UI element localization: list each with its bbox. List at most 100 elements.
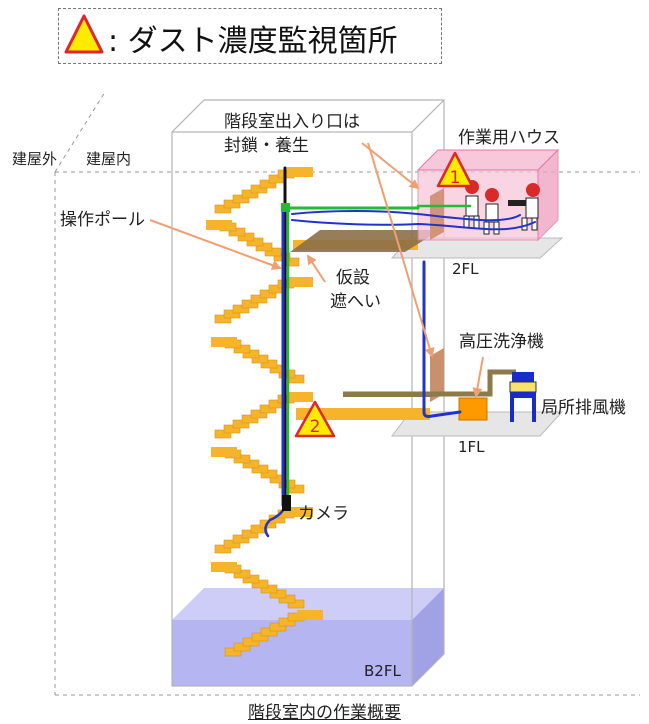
- stair-step: [260, 584, 278, 594]
- stair-step: [259, 289, 277, 299]
- stair-step: [233, 642, 251, 652]
- stair-flight: [224, 610, 323, 657]
- stair-step: [259, 404, 277, 414]
- stair-step: [260, 359, 278, 369]
- pole-junction: [281, 203, 290, 212]
- basement-zone: [172, 588, 444, 686]
- stair-step: [214, 429, 232, 439]
- stair-landing: [211, 337, 237, 347]
- stair-step: [251, 354, 269, 364]
- stair-step: [214, 544, 232, 554]
- stair-landing: [287, 167, 313, 177]
- stair-step: [246, 237, 264, 247]
- temporary-shield-2fl: [290, 230, 440, 252]
- landing-1fl: [296, 408, 430, 420]
- operation-pole-and-hoses: [264, 166, 536, 538]
- stair-step: [287, 599, 305, 609]
- label-work-house: 作業用ハウス: [458, 128, 560, 148]
- stair-step: [223, 309, 241, 319]
- figure-caption-text: 階段室内の作業概要: [248, 703, 401, 723]
- stair-step: [242, 637, 260, 647]
- label-high-pressure-washer: 高圧洗浄機: [459, 332, 544, 352]
- stair-step: [260, 469, 278, 479]
- stair-step: [269, 589, 287, 599]
- label-outside: 建屋外: [12, 150, 58, 168]
- stair-step: [241, 414, 259, 424]
- stair-step: [260, 627, 278, 637]
- stair-landing: [206, 220, 232, 230]
- stair-landing: [287, 392, 313, 402]
- stair-step: [241, 189, 259, 199]
- marker-1-number: 1: [450, 168, 461, 188]
- entrance-seal-1fl: [430, 348, 444, 402]
- stair-step: [251, 579, 269, 589]
- label-camera: カメラ: [298, 504, 349, 524]
- stair-step: [278, 617, 296, 627]
- stair-flight: [211, 447, 305, 494]
- stair-step: [259, 179, 277, 189]
- high-pressure-washer: [458, 397, 488, 421]
- warning-triangle-icon: [64, 14, 104, 54]
- stair-step: [223, 539, 241, 549]
- stair-flight: [214, 277, 313, 324]
- stair-step: [250, 184, 268, 194]
- stair-step: [251, 632, 269, 642]
- stair-step: [232, 534, 250, 544]
- stair-flight: [211, 562, 305, 609]
- stair-landing: [211, 562, 237, 572]
- stair-step: [224, 647, 242, 657]
- stair-step: [214, 314, 232, 324]
- stair-step: [233, 454, 251, 464]
- label-temp-shield-line2: 遮へい: [330, 292, 381, 312]
- stair-landing: [297, 610, 323, 620]
- stair-landing: [211, 447, 237, 457]
- entrance-seal-2fl: [430, 188, 444, 240]
- stair-step: [242, 459, 260, 469]
- building-boundary: [54, 91, 640, 696]
- label-floor-1fl: 1FL: [458, 438, 485, 456]
- stair-step: [233, 569, 251, 579]
- label-local-exhaust-fan: 局所排風機: [541, 398, 626, 418]
- stair-step: [237, 232, 255, 242]
- staircase: [206, 167, 323, 657]
- label-inside: 建屋内: [86, 150, 132, 168]
- stair-step: [241, 299, 259, 309]
- label-entrance-line1: 階段室出入り口は: [224, 112, 360, 132]
- stair-step: [264, 247, 282, 257]
- stair-landing: [287, 507, 313, 517]
- label-entrance-line2: 封鎖・養生: [224, 136, 309, 156]
- label-floor-2fl: 2FL: [452, 260, 479, 278]
- stair-step: [232, 419, 250, 429]
- stair-step: [223, 199, 241, 209]
- stair-step: [242, 349, 260, 359]
- camera-icon: [282, 495, 291, 511]
- exhaust-duct: [343, 369, 516, 397]
- stair-step: [223, 424, 241, 434]
- legend-box: [58, 8, 442, 64]
- figure-caption: 階段室内の作業概要: [0, 698, 649, 723]
- label-temp-shield-line1: 仮設: [336, 268, 370, 288]
- stair-step: [241, 529, 259, 539]
- label-floor-b2fl: B2FL: [364, 662, 401, 680]
- monitoring-marker-1: 1: [436, 151, 474, 188]
- local-exhaust-fan: [509, 372, 537, 422]
- monitoring-marker-2: 2: [294, 400, 336, 438]
- stair-step: [233, 344, 251, 354]
- stair-step: [214, 204, 232, 214]
- stair-step: [242, 574, 260, 584]
- stair-step: [232, 304, 250, 314]
- stair-step: [250, 294, 268, 304]
- stair-step: [250, 524, 268, 534]
- legend-text: : ダスト濃度監視箇所: [108, 24, 398, 59]
- stair-step: [232, 194, 250, 204]
- stair-flight: [214, 167, 313, 214]
- stair-step: [269, 622, 287, 632]
- leader-arrows: [149, 142, 484, 398]
- stair-step: [250, 409, 268, 419]
- stair-step: [228, 227, 246, 237]
- stair-step: [251, 464, 269, 474]
- label-operation-pole: 操作ポール: [60, 210, 145, 230]
- stair-step: [278, 594, 296, 604]
